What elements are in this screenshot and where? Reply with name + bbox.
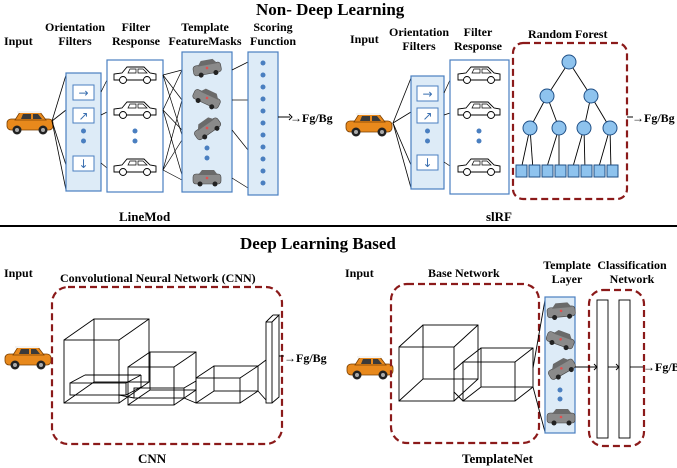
svg-text:→: → [422, 87, 432, 101]
slrf-random-forest-box [511, 41, 629, 201]
slrf-input-car-icon [345, 112, 393, 137]
linemod-input-car-icon [6, 110, 54, 135]
cnn-caption: CNN [138, 451, 167, 466]
slrf-orientation-filters-label: Orientation Filters [389, 25, 449, 53]
cnn-input-car-icon [4, 345, 52, 370]
linemod-template-masks-label: Template FeatureMasks [168, 20, 242, 48]
linemod-input-label: Input [4, 34, 33, 48]
svg-text:↗: ↗ [422, 109, 432, 123]
slrf-output-label: →Fg/Bg [632, 111, 675, 125]
cnn-output-label: →Fg/Bg [284, 351, 327, 365]
slrf-caption: slRF [486, 209, 512, 224]
cnn-network-box [50, 285, 284, 446]
templatenet-template-layer-label: Template Layer [543, 258, 591, 286]
linemod-scoring-function-label: Scoring Function [249, 20, 296, 48]
slrf-random-forest-label: Random Forest [528, 27, 608, 41]
cnn-pipeline [4, 285, 284, 446]
templatenet-pipeline [346, 282, 646, 448]
slrf-filter-response-label: Filter Response [453, 25, 502, 53]
linemod-filter-response-label: Filter Response [111, 20, 160, 48]
svg-text:↓: ↓ [422, 156, 432, 170]
templatenet-output-label: →Fg/Bg [643, 360, 677, 374]
templatenet-classification-box [587, 288, 646, 448]
cnn-network-title: Convolutional Neural Network (CNN) [60, 271, 256, 285]
linemod-filter-response-box [106, 59, 164, 193]
cnn-input-label: Input [4, 266, 33, 280]
templatenet-input-car-icon [346, 355, 394, 380]
svg-text:↓: ↓ [78, 157, 88, 171]
templatenet-caption: TemplateNet [462, 451, 534, 466]
section-title-non-deep: Non- Deep Learning [256, 0, 405, 19]
linemod-orientation-filters-label: Orientation Filters [45, 20, 105, 48]
templatenet-base-network-label: Base Network [428, 266, 500, 280]
slrf-input-label: Input [350, 32, 379, 46]
linemod-pipeline: → ↗ ↓ [6, 51, 293, 196]
linemod-output-label: →Fg/Bg [290, 111, 333, 125]
templatenet-base-box [389, 282, 541, 445]
templatenet-input-label: Input [345, 266, 374, 280]
templatenet-classification-label: Classification Network [597, 258, 667, 286]
svg-text:↗: ↗ [78, 109, 88, 123]
svg-text:→: → [78, 86, 88, 100]
section-title-deep: Deep Learning Based [240, 234, 396, 253]
linemod-caption: LineMod [119, 209, 171, 224]
slrf-pipeline: → ↗ ↓ [345, 41, 633, 201]
